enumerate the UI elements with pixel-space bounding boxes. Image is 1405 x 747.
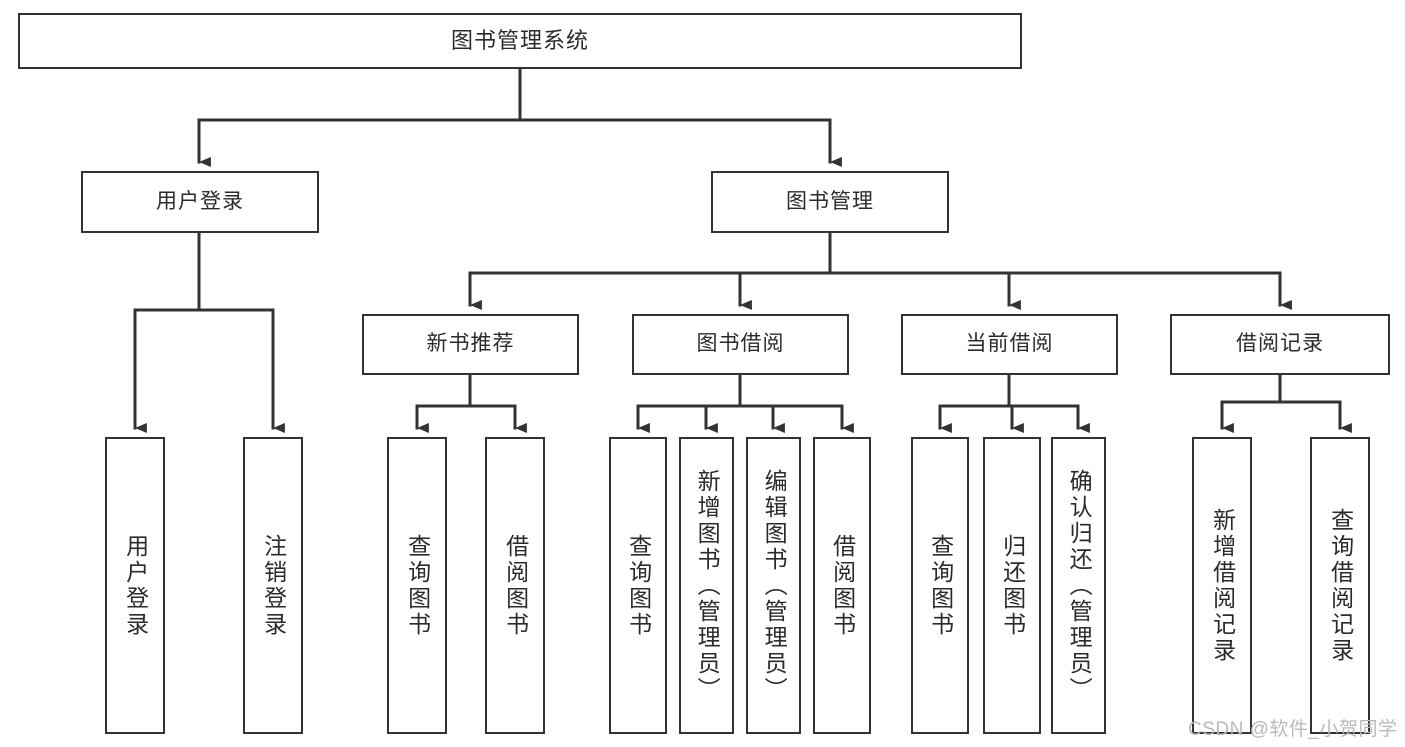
- leaf-add-book-admin[interactable]: 新增图书（管理员）: [679, 437, 734, 734]
- leaf-logout[interactable]: 注销登录: [243, 437, 303, 734]
- leaf-add-borrow-record[interactable]: 新增借阅记录: [1192, 437, 1252, 734]
- leaf-confirm-return-admin[interactable]: 确认归还（管理员）: [1051, 437, 1106, 734]
- node-level3-new-book-recommend[interactable]: 新书推荐: [362, 314, 579, 375]
- leaf-query-book-borrow[interactable]: 查询图书: [609, 437, 667, 734]
- leaf-return-book[interactable]: 归还图书: [983, 437, 1041, 734]
- node-level3-current-borrow[interactable]: 当前借阅: [901, 314, 1118, 375]
- leaf-query-book-recommend[interactable]: 查询图书: [387, 437, 447, 734]
- leaf-borrow-book[interactable]: 借阅图书: [813, 437, 871, 734]
- node-level2-book-management[interactable]: 图书管理: [711, 171, 949, 233]
- node-level2-user-login[interactable]: 用户登录: [81, 171, 319, 233]
- node-level3-book-borrow[interactable]: 图书借阅: [632, 314, 849, 375]
- leaf-query-book-current[interactable]: 查询图书: [911, 437, 969, 734]
- node-root[interactable]: 图书管理系统: [18, 13, 1022, 69]
- node-level3-borrow-records[interactable]: 借阅记录: [1170, 314, 1390, 375]
- watermark: CSDN @软件_小贺同学: [1188, 719, 1398, 740]
- leaf-query-borrow-record[interactable]: 查询借阅记录: [1310, 437, 1370, 734]
- leaf-borrow-book-recommend[interactable]: 借阅图书: [485, 437, 545, 734]
- leaf-user-login[interactable]: 用户登录: [105, 437, 165, 734]
- leaf-edit-book-admin[interactable]: 编辑图书（管理员）: [746, 437, 801, 734]
